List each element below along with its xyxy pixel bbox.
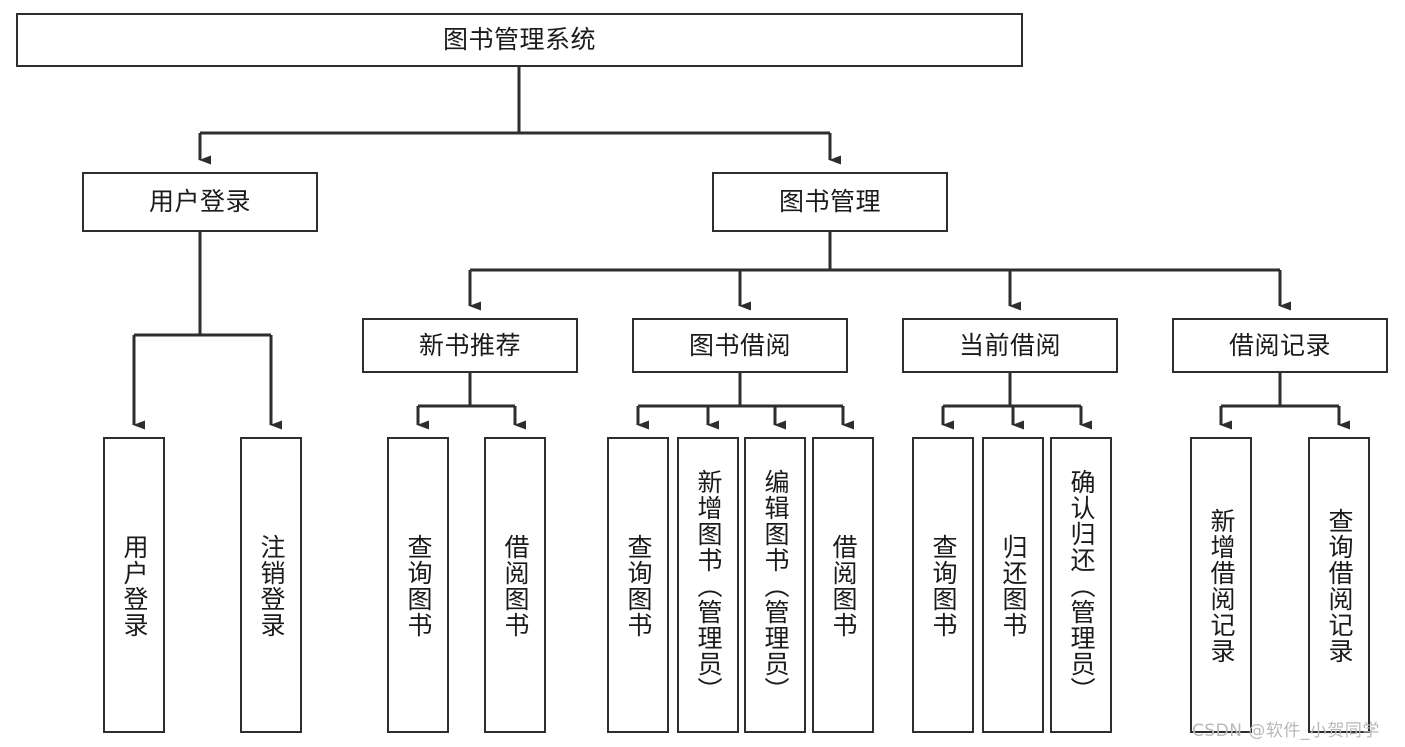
leaf-logout[interactable]: 注销登录: [240, 437, 302, 733]
node-book-borrow-label: 图书借阅: [688, 330, 791, 360]
node-book-management-label: 图书管理: [778, 187, 881, 217]
leaf-query-book-recommend[interactable]: 查询图书: [387, 437, 449, 733]
node-new-book-recommend-label: 新书推荐: [418, 330, 521, 360]
leaf-query-book-current-label: 查询图书: [929, 534, 958, 638]
leaf-edit-book-admin[interactable]: 编辑图书（管理员）: [744, 437, 806, 733]
leaf-query-book-label: 查询图书: [624, 534, 653, 638]
leaf-user-login[interactable]: 用户登录: [103, 437, 165, 733]
leaf-query-book-current[interactable]: 查询图书: [912, 437, 974, 733]
leaf-borrow-book[interactable]: 借阅图书: [812, 437, 874, 733]
node-root-label: 图书管理系统: [442, 25, 596, 55]
node-borrow-records[interactable]: 借阅记录: [1172, 318, 1388, 373]
node-user-login[interactable]: 用户登录: [82, 172, 318, 232]
leaf-confirm-return-admin[interactable]: 确认归还（管理员）: [1050, 437, 1112, 733]
leaf-query-book-recommend-label: 查询图书: [404, 534, 433, 638]
node-book-borrow[interactable]: 图书借阅: [632, 318, 848, 373]
leaf-edit-book-admin-label: 编辑图书（管理员）: [761, 469, 790, 703]
leaf-return-book-label: 归还图书: [999, 534, 1028, 638]
leaf-borrow-book-label: 借阅图书: [829, 534, 858, 638]
node-borrow-records-label: 借阅记录: [1228, 330, 1331, 360]
node-new-book-recommend[interactable]: 新书推荐: [362, 318, 578, 373]
leaf-add-book-admin[interactable]: 新增图书（管理员）: [677, 437, 739, 733]
leaf-borrow-book-recommend-label: 借阅图书: [501, 534, 530, 638]
leaf-confirm-return-admin-label: 确认归还（管理员）: [1067, 469, 1096, 703]
leaf-user-login-label: 用户登录: [120, 534, 149, 638]
leaf-add-book-admin-label: 新增图书（管理员）: [694, 469, 723, 703]
leaf-logout-label: 注销登录: [257, 534, 286, 638]
leaf-query-borrow-record-label: 查询借阅记录: [1325, 508, 1354, 664]
node-user-login-label: 用户登录: [148, 187, 251, 217]
node-book-management[interactable]: 图书管理: [712, 172, 948, 232]
leaf-add-borrow-record[interactable]: 新增借阅记录: [1190, 437, 1252, 733]
leaf-return-book[interactable]: 归还图书: [982, 437, 1044, 733]
node-current-borrow[interactable]: 当前借阅: [902, 318, 1118, 373]
leaf-query-borrow-record[interactable]: 查询借阅记录: [1308, 437, 1370, 733]
csdn-watermark: CSDN @软件_小贺同学: [1192, 721, 1380, 741]
node-current-borrow-label: 当前借阅: [958, 330, 1061, 360]
leaf-add-borrow-record-label: 新增借阅记录: [1207, 508, 1236, 664]
leaf-borrow-book-recommend[interactable]: 借阅图书: [484, 437, 546, 733]
node-root[interactable]: 图书管理系统: [16, 13, 1023, 67]
leaf-query-book[interactable]: 查询图书: [607, 437, 669, 733]
